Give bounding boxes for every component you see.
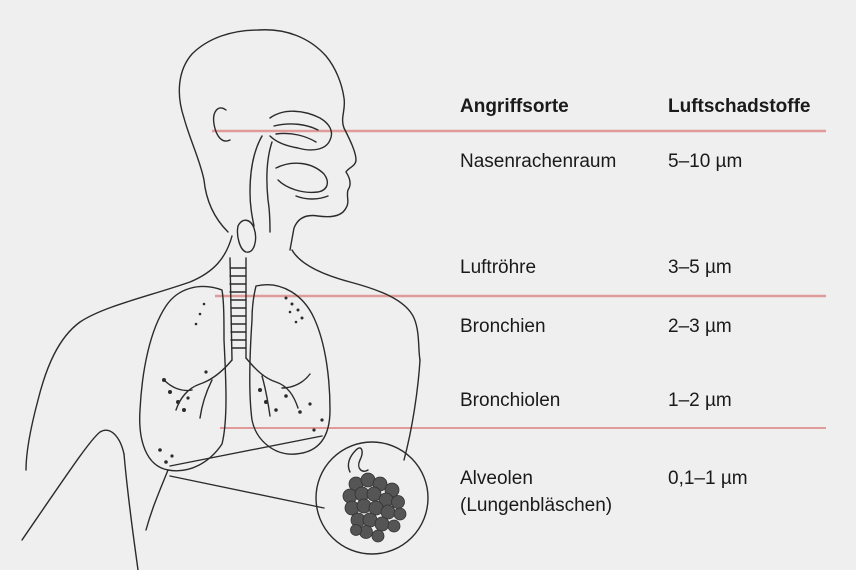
row-location-bronchi: Bronchien <box>460 315 546 339</box>
right-torso <box>404 360 420 460</box>
row-location-bronchioles: Bronchiolen <box>460 389 560 413</box>
row-size-nasal: 5–10 µm <box>668 150 742 174</box>
left-arm-outline <box>22 430 124 540</box>
nasal-passage <box>274 124 318 142</box>
row-size-bronchi: 2–3 µm <box>668 315 732 339</box>
alveoli-cluster <box>343 473 406 542</box>
lower-torso-left <box>146 470 168 530</box>
row-size-alveoli: 0,1–1 µm <box>668 467 748 491</box>
header-pollutants: Luftschadstoffe <box>668 95 811 119</box>
pharynx <box>250 136 272 232</box>
ear-icon <box>214 108 230 141</box>
row-location-nasal: Nasenrachenraum <box>460 150 616 174</box>
trachea-left <box>230 258 232 360</box>
larynx <box>237 220 255 252</box>
zoom-line <box>170 476 324 508</box>
lung-texture <box>158 297 323 464</box>
row-location-alveoli: Alveolen <box>460 467 533 491</box>
torso-bottom <box>124 454 138 570</box>
bronchi-left <box>164 360 232 418</box>
header-locations: Angriffsorte <box>460 95 569 119</box>
tongue <box>276 163 327 192</box>
right-shoulder-outline <box>292 250 420 360</box>
diaphragm-line <box>170 436 322 466</box>
row-size-bronchioles: 1–2 µm <box>668 389 732 413</box>
alveolar-duct <box>348 448 368 472</box>
left-shoulder-outline <box>26 236 232 470</box>
row-location-alveoli-sub: (Lungenbläschen) <box>460 494 612 518</box>
bronchi-right <box>246 358 310 416</box>
left-lung-outline <box>140 287 226 471</box>
row-size-trachea: 3–5 µm <box>668 256 732 280</box>
mouth <box>296 196 328 199</box>
trachea-rings <box>230 268 246 348</box>
row-location-trachea: Luftröhre <box>460 256 536 280</box>
